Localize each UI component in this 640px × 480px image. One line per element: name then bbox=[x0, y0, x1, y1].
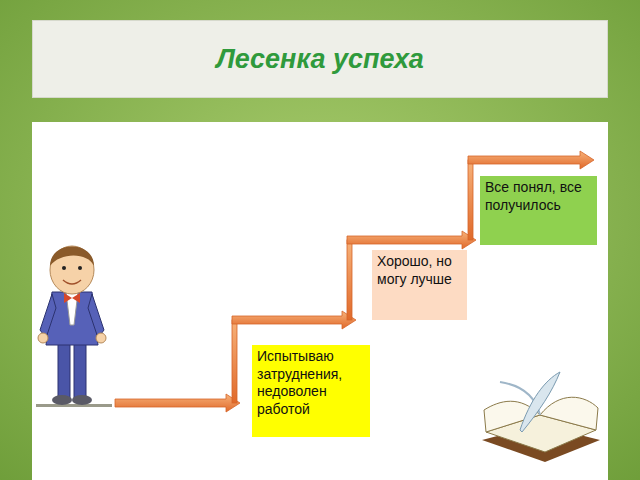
boy-figure bbox=[36, 246, 112, 407]
step-box: Все понял, все получилось bbox=[480, 176, 597, 245]
step-text: Все понял, все получилось bbox=[485, 179, 592, 214]
content-panel bbox=[32, 122, 608, 480]
slide-title: Лесенка успеха bbox=[216, 44, 424, 75]
step-box: Испытываю затруднения, недоволен работой bbox=[252, 345, 370, 437]
step-box: Хорошо, но могу лучше bbox=[372, 250, 467, 320]
title-panel: Лесенка успеха bbox=[32, 20, 608, 98]
step-text: Испытываю затруднения, недоволен работой bbox=[257, 348, 365, 418]
step-text: Хорошо, но могу лучше bbox=[377, 253, 462, 288]
book-illustration bbox=[482, 372, 600, 462]
